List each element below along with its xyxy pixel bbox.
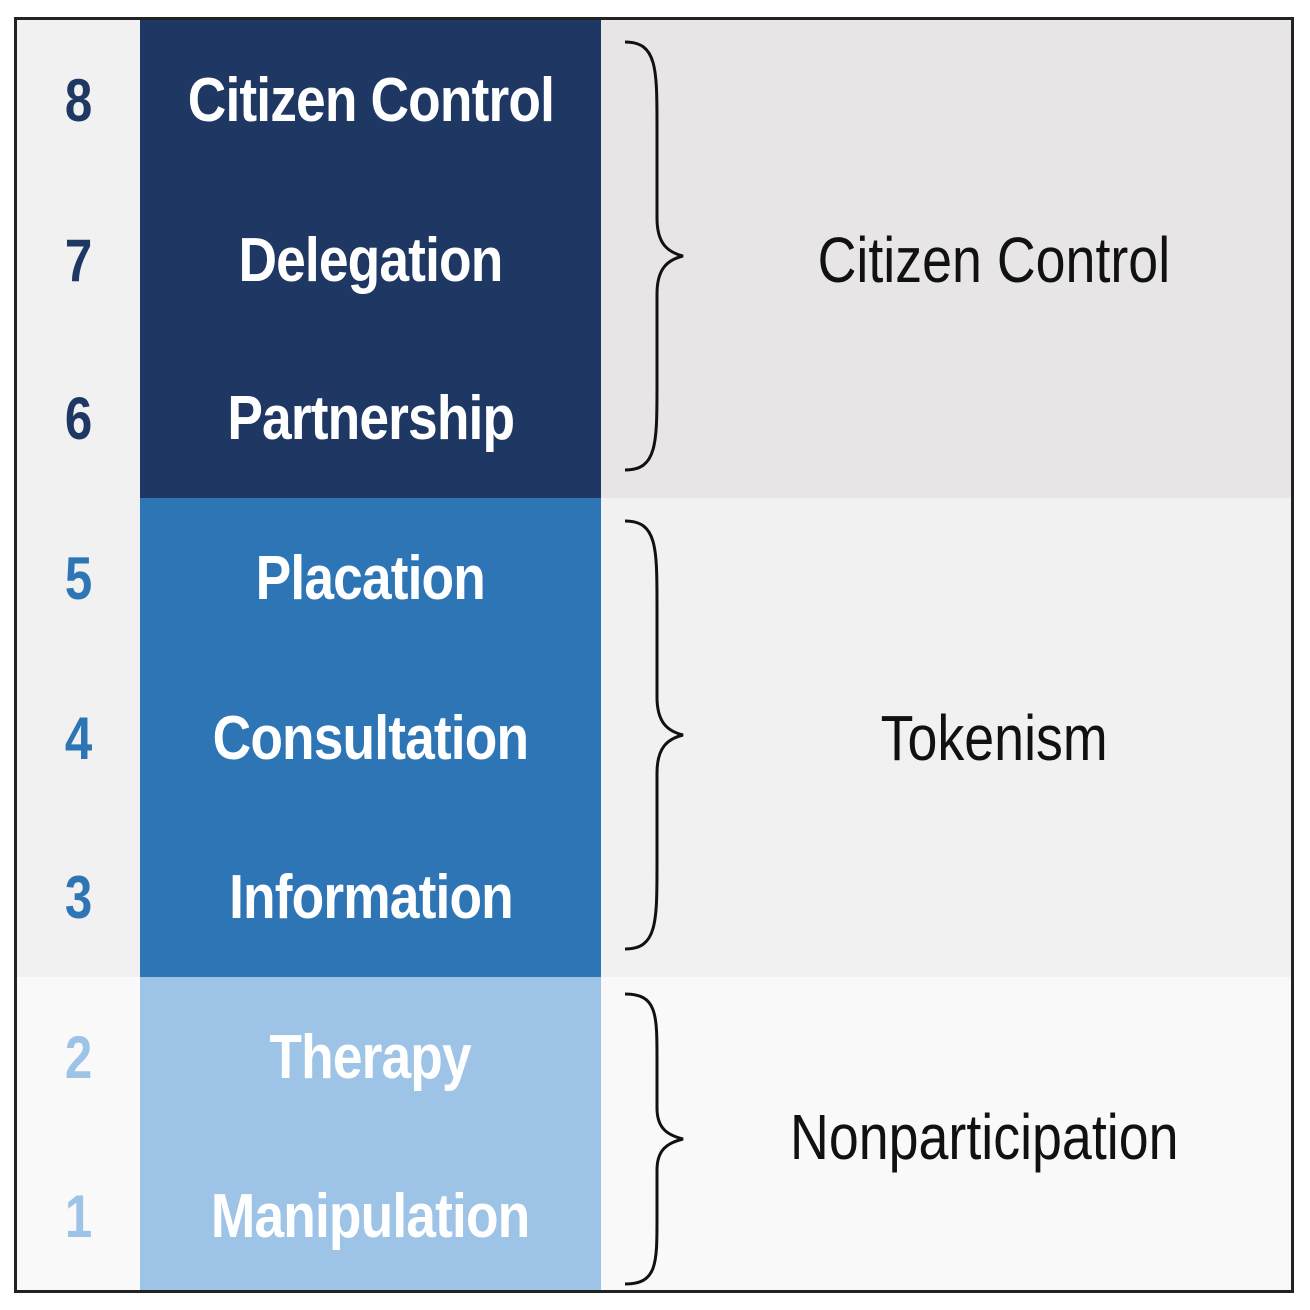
rung-number: 2 bbox=[64, 1023, 93, 1091]
rung-label-text: Therapy bbox=[269, 1022, 472, 1092]
citizen-control-brace bbox=[624, 40, 684, 472]
rung-4: 4 Consultation bbox=[17, 658, 1291, 818]
rung-label: Citizen Control bbox=[140, 20, 601, 180]
rung-6: 6 Partnership bbox=[17, 338, 1291, 498]
group-label-text: Tokenism bbox=[880, 702, 1108, 774]
tokenism-number-column bbox=[17, 498, 140, 977]
rung-label-text: Information bbox=[228, 862, 514, 932]
rung-label: Therapy bbox=[140, 977, 601, 1137]
rung-5: 5 Placation bbox=[17, 498, 1291, 658]
nonparticipation-number-column bbox=[17, 977, 140, 1290]
rung-number: 5 bbox=[64, 544, 93, 612]
rung-label-text: Consultation bbox=[212, 703, 529, 773]
tokenism-rung-column bbox=[140, 498, 601, 977]
group-label-nonparticipation: Nonparticipation bbox=[677, 1097, 1291, 1177]
nonparticipation-group-area bbox=[601, 977, 1291, 1290]
rung-number: 4 bbox=[64, 704, 93, 772]
rung-number: 1 bbox=[64, 1182, 93, 1250]
rung-number: 7 bbox=[64, 226, 93, 294]
rung-7: 7 Delegation bbox=[17, 180, 1291, 340]
nonparticipation-brace bbox=[624, 992, 684, 1286]
group-label-tokenism: Tokenism bbox=[697, 698, 1291, 778]
citizen-control-group-area bbox=[601, 20, 1291, 498]
rung-3: 3 Information bbox=[17, 817, 1291, 977]
rung-label-text: Placation bbox=[255, 543, 486, 613]
rung-label-text: Citizen Control bbox=[187, 65, 554, 135]
tokenism-band bbox=[17, 498, 1291, 977]
rung-label-text: Manipulation bbox=[211, 1181, 530, 1251]
rung-label: Delegation bbox=[140, 180, 601, 340]
group-label-text: Nonparticipation bbox=[789, 1101, 1179, 1173]
rung-label: Information bbox=[140, 817, 601, 977]
group-label-text: Citizen Control bbox=[817, 224, 1171, 296]
rung-number: 3 bbox=[64, 863, 93, 931]
rung-2: 2 Therapy bbox=[17, 977, 1291, 1137]
citizen-control-band bbox=[17, 20, 1291, 498]
group-label-citizen-control: Citizen Control bbox=[697, 220, 1291, 300]
rung-number: 8 bbox=[64, 66, 93, 134]
rung-label-text: Partnership bbox=[227, 383, 515, 453]
nonparticipation-rung-column bbox=[140, 977, 601, 1290]
ladder-diagram: 8 Citizen Control 7 Delegation 6 Partner… bbox=[14, 17, 1294, 1293]
rung-8: 8 Citizen Control bbox=[17, 20, 1291, 180]
citizen-control-rung-column bbox=[140, 20, 601, 498]
rung-label: Consultation bbox=[140, 658, 601, 818]
tokenism-brace bbox=[624, 519, 684, 951]
rung-label: Partnership bbox=[140, 338, 601, 498]
tokenism-group-area bbox=[601, 498, 1291, 977]
rung-1: 1 Manipulation bbox=[17, 1136, 1291, 1290]
rung-label: Placation bbox=[140, 498, 601, 658]
rung-label: Manipulation bbox=[140, 1136, 601, 1290]
rung-number: 6 bbox=[64, 384, 93, 452]
citizen-control-number-column bbox=[17, 20, 140, 498]
nonparticipation-band bbox=[17, 977, 1291, 1290]
rung-label-text: Delegation bbox=[238, 225, 504, 295]
